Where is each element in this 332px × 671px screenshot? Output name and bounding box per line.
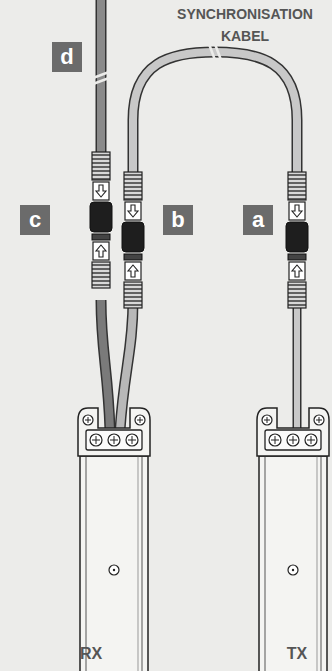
unit-label: TX bbox=[267, 645, 327, 663]
callout-letter: d bbox=[60, 46, 73, 68]
callout-letter: a bbox=[252, 209, 264, 231]
callout-box: c bbox=[20, 205, 50, 235]
tx-cable bbox=[294, 300, 300, 430]
tx-bar bbox=[257, 408, 329, 671]
connector bbox=[90, 152, 112, 288]
cable-label: SYNCHRONISATION KABEL bbox=[170, 3, 320, 47]
break-mark bbox=[209, 44, 221, 60]
rx-bar bbox=[78, 408, 150, 671]
connector bbox=[122, 172, 144, 308]
rx-cable bbox=[101, 300, 110, 430]
rx-cable bbox=[101, 300, 110, 430]
callout-box: b bbox=[163, 205, 193, 235]
callout-box: a bbox=[243, 205, 273, 235]
connector bbox=[286, 172, 308, 308]
synchronisation-cable bbox=[133, 52, 297, 172]
callout-letter: c bbox=[29, 209, 41, 231]
break-mark bbox=[93, 72, 109, 84]
callout-letter: b bbox=[171, 209, 184, 231]
unit-label: RX bbox=[61, 645, 121, 663]
tx-cable bbox=[293, 300, 302, 430]
callout-box: d bbox=[52, 42, 82, 72]
synchronisation-cable bbox=[133, 52, 297, 172]
